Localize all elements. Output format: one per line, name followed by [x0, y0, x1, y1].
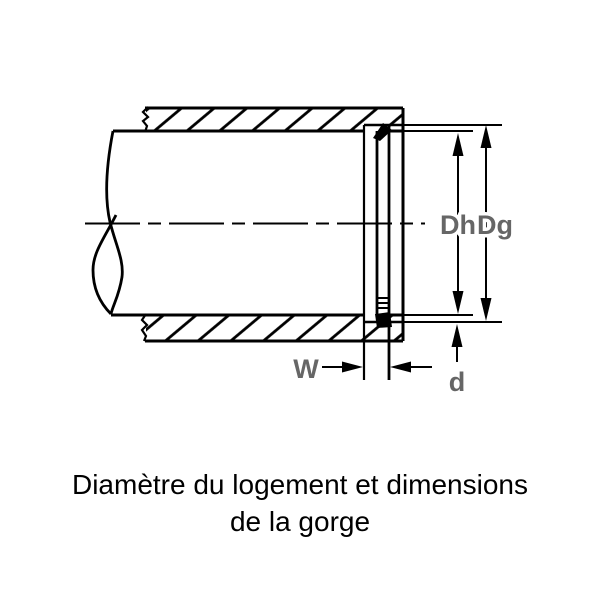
dh-arrow-up — [452, 133, 464, 156]
dh-label: Dh — [440, 210, 476, 240]
dh-arrow-down — [452, 291, 464, 314]
d-dimension — [451, 324, 463, 362]
caption-line-1: Diamètre du logement et dimensions — [71, 469, 528, 500]
dg-label: Dg — [477, 210, 513, 240]
figure-caption: Diamètre du logement et dimensions de la… — [0, 466, 600, 540]
d-label: d — [449, 367, 466, 397]
w-dimension — [322, 361, 432, 373]
dg-arrow-up — [480, 125, 492, 148]
break-line — [91, 130, 124, 315]
ring-section-bottom — [375, 312, 392, 328]
d-arrow-up — [451, 324, 463, 347]
bottom-housing-wall — [111, 313, 403, 343]
top-wall-hatch-fill — [146, 108, 403, 131]
caption-line-2: de la gorge — [229, 506, 371, 537]
top-wall-break-edge — [141, 106, 150, 133]
dg-arrow-down — [480, 298, 492, 321]
dh-dimension — [452, 133, 464, 314]
bottom-wall-hatch-fill — [146, 315, 403, 341]
w-arrow-right-pointing — [342, 361, 363, 373]
ring-section-top — [373, 123, 392, 141]
w-arrow-left-pointing — [390, 361, 411, 373]
break-curve-main — [105, 130, 124, 315]
break-curve-loop — [91, 214, 118, 315]
w-label: W — [293, 354, 319, 384]
top-housing-wall — [113, 106, 403, 133]
dg-dimension — [480, 125, 492, 321]
extension-lines — [403, 124, 502, 323]
bottom-wall-break-edge — [140, 313, 149, 342]
